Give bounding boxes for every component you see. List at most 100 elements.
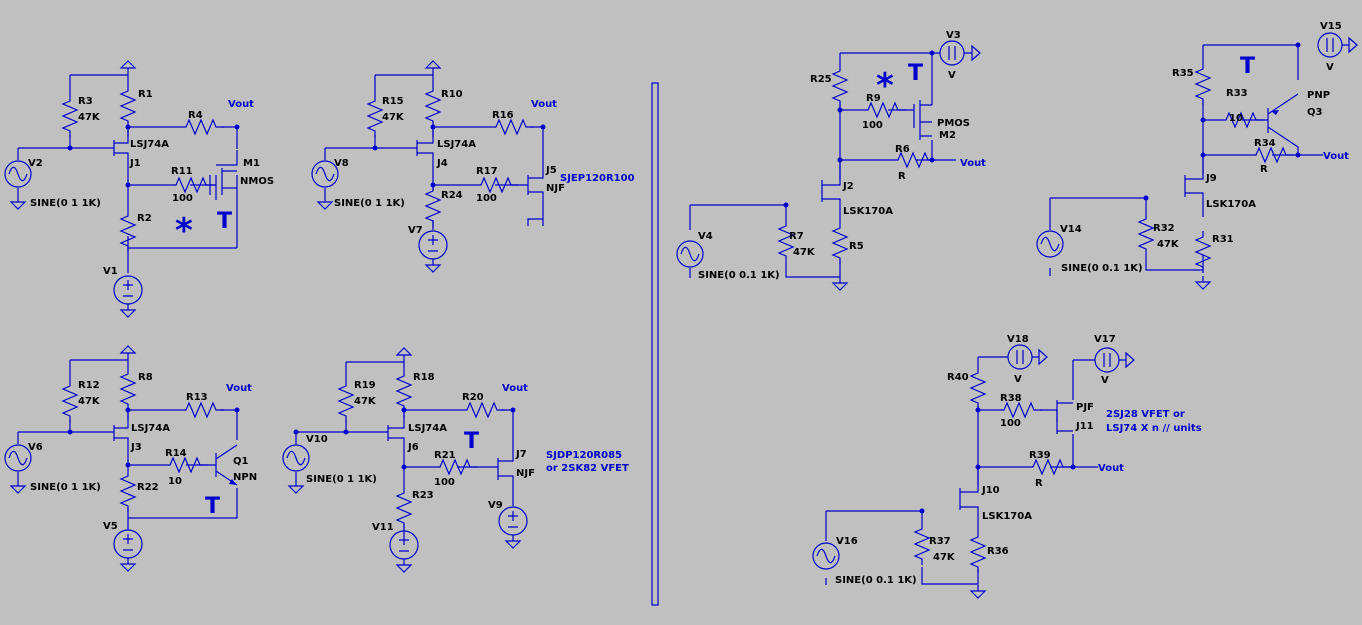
- circuit-nmos: R1 R3 47K R4 Vout LSJ74A J1 M1 NMOS R11 …: [4, 60, 274, 318]
- t-mark: T: [217, 209, 232, 234]
- circuit-npn: R8 R12 47K R13 Vout LSJ74A J3 Q1 NPN R14…: [4, 345, 257, 572]
- net-vout: Vout: [228, 99, 254, 110]
- net-vout: Vout: [226, 383, 252, 394]
- label-j6: J6: [407, 442, 419, 453]
- label-r10: R10: [441, 89, 463, 100]
- label-v4-value: SINE(0 0.1 1K): [698, 270, 780, 281]
- label-j2-type: LSK170A: [843, 206, 893, 217]
- label-r32-value: 47K: [1157, 239, 1180, 250]
- label-r6: R6: [895, 144, 910, 155]
- label-r40: R40: [947, 372, 969, 383]
- label-sjdp-note-1: SJDP120R085: [546, 450, 622, 461]
- label-m1-type: NMOS: [240, 176, 274, 187]
- label-r22: R22: [137, 482, 159, 493]
- label-v3-value: V: [948, 70, 956, 81]
- label-r19: R19: [354, 380, 376, 391]
- label-r36: R36: [987, 546, 1009, 557]
- label-r19-value: 47K: [354, 396, 377, 407]
- net-vout: Vout: [1323, 151, 1349, 162]
- label-r7: R7: [789, 231, 804, 242]
- net-vout: Vout: [960, 158, 986, 169]
- label-j5: J5: [545, 165, 557, 176]
- asterisk-mark: *: [876, 66, 894, 106]
- label-r38: R38: [1000, 393, 1022, 404]
- label-j1: J1: [129, 158, 141, 169]
- label-v5: V5: [103, 521, 118, 532]
- label-j1-type: LSJ74A: [130, 139, 169, 150]
- label-m2-type: PMOS: [937, 118, 970, 129]
- label-sjdp-note-2: or 2SK82 VFET: [546, 463, 629, 474]
- asterisk-mark: *: [175, 211, 193, 251]
- net-vout: Vout: [1098, 463, 1124, 474]
- label-r20: R20: [462, 392, 484, 403]
- label-j7-type: NJF: [516, 468, 535, 479]
- label-j11: J11: [1075, 421, 1094, 432]
- label-j3-type: LSJ74A: [131, 423, 170, 434]
- circuit-pmos: R25 R9 100 R6 R PMOS M2 Vout V3 V J2 LSK…: [676, 30, 986, 291]
- label-r13: R13: [186, 392, 208, 403]
- label-v17: V17: [1094, 334, 1116, 345]
- label-r16: R16: [492, 110, 514, 121]
- net-vout: Vout: [502, 383, 528, 394]
- label-v18-value: V: [1014, 374, 1022, 385]
- label-r37: R37: [929, 536, 951, 547]
- label-j3: J3: [130, 442, 142, 453]
- label-r2: R2: [137, 213, 152, 224]
- label-v6-value: SINE(0 1 1K): [30, 482, 101, 493]
- label-r24: R24: [441, 190, 463, 201]
- label-r32: R32: [1153, 223, 1175, 234]
- label-r15: R15: [382, 96, 404, 107]
- label-q3: Q3: [1307, 107, 1323, 118]
- label-j10: J10: [981, 485, 1000, 496]
- label-r17-value: 100: [476, 193, 497, 204]
- label-m1: M1: [243, 158, 260, 169]
- label-j9-type: LSK170A: [1206, 199, 1256, 210]
- label-j6-type: LSJ74A: [408, 423, 447, 434]
- label-q1-type: NPN: [233, 472, 257, 483]
- label-v14-value: SINE(0 0.1 1K): [1061, 263, 1143, 274]
- label-j2: J2: [842, 181, 854, 192]
- label-v17-value: V: [1101, 375, 1109, 386]
- label-v18: V18: [1007, 334, 1029, 345]
- label-r5: R5: [849, 241, 864, 252]
- label-r6-value: R: [898, 171, 906, 182]
- t-mark: T: [908, 61, 923, 86]
- label-v4: V4: [698, 231, 713, 242]
- label-v10-value: SINE(0 1 1K): [306, 474, 377, 485]
- label-j4: J4: [436, 158, 448, 169]
- label-r15-value: 47K: [382, 112, 405, 123]
- divider: [651, 82, 659, 606]
- label-j10-type: LSK170A: [982, 511, 1032, 522]
- label-pjf-note-1: 2SJ28 VFET or: [1106, 409, 1185, 420]
- label-m2: M2: [939, 130, 956, 141]
- label-r3-value: 47K: [78, 112, 101, 123]
- label-v1: V1: [103, 266, 118, 277]
- label-r39: R39: [1029, 450, 1051, 461]
- label-r38-value: 100: [1000, 418, 1021, 429]
- label-v6: V6: [28, 442, 43, 453]
- label-j9: J9: [1205, 173, 1217, 184]
- label-r7-value: 47K: [793, 247, 816, 258]
- circuit-pjf: R40 R38 100 R39 R PJF J11 2SJ28 VFET or …: [812, 334, 1202, 599]
- label-v15: V15: [1320, 21, 1342, 32]
- label-v15-value: V: [1326, 62, 1334, 73]
- label-q3-type: PNP: [1307, 90, 1330, 101]
- label-r39-value: R: [1035, 478, 1043, 489]
- label-r14: R14: [165, 448, 187, 459]
- t-mark: T: [205, 494, 220, 519]
- label-j4-type: LSJ74A: [437, 139, 476, 150]
- label-r21-value: 100: [434, 477, 455, 488]
- label-r37-value: 47K: [933, 552, 956, 563]
- label-v3: V3: [946, 30, 961, 41]
- label-v8-value: SINE(0 1 1K): [334, 198, 405, 209]
- label-r12: R12: [78, 380, 100, 391]
- label-r34: R34: [1254, 138, 1276, 149]
- t-mark: T: [1240, 54, 1255, 79]
- label-v14: V14: [1060, 224, 1082, 235]
- net-vout: Vout: [531, 99, 557, 110]
- circuit-jfet-sjep: R10 R15 47K R16 Vout LSJ74A J4 J5 SJEP12…: [311, 60, 635, 273]
- label-r9: R9: [866, 93, 881, 104]
- label-r23: R23: [412, 490, 434, 501]
- label-r25: R25: [810, 74, 832, 85]
